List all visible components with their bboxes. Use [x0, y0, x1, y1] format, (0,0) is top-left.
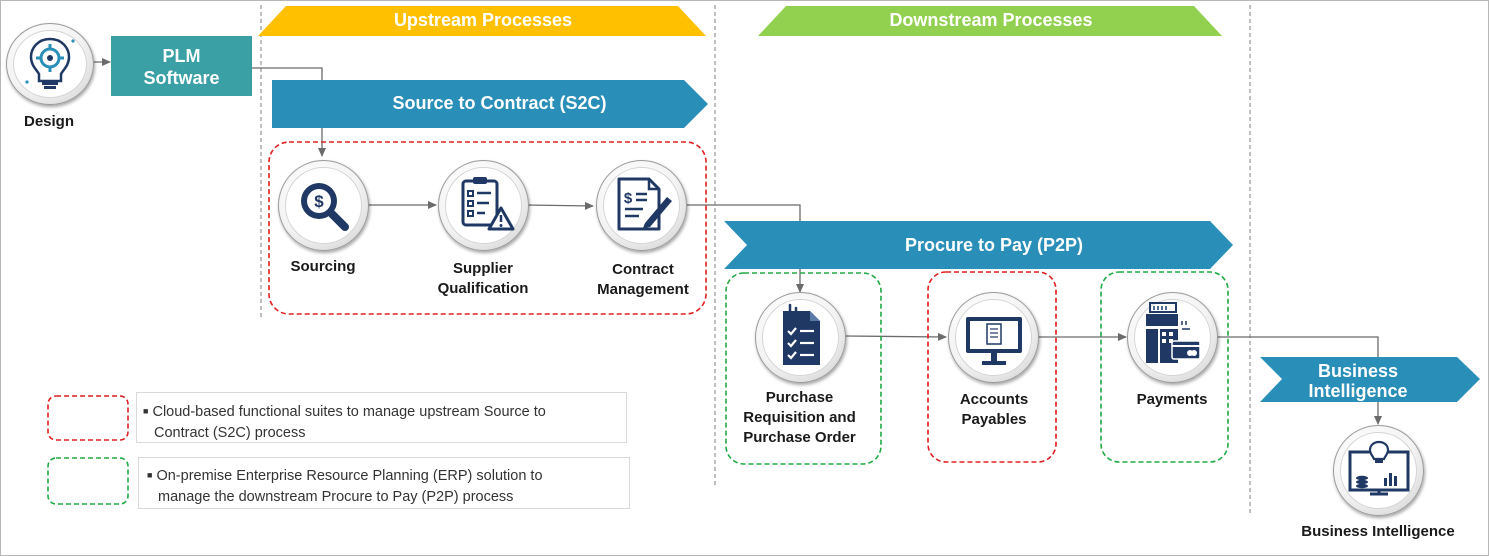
- purchase-clipboard-icon: [783, 303, 820, 365]
- sourcing-label: Sourcing: [290, 258, 356, 275]
- accounts-payables-circle: [948, 292, 1039, 383]
- onprem-group-payments-border: [1100, 271, 1229, 463]
- legend-cloud-swatch: [47, 395, 129, 441]
- cloud-group-accounts-border: [927, 271, 1057, 463]
- purchase-line2: Requisition and: [743, 409, 856, 426]
- design-circle: [6, 23, 94, 105]
- purchase-circle: [755, 292, 846, 383]
- legend-onprem-text: ■ On-premise Enterprise Resource Plannin…: [147, 466, 625, 507]
- bi-circle: [1333, 425, 1424, 516]
- payments-label: Payments: [1136, 391, 1208, 408]
- s2c-arrow-shape: [272, 80, 708, 128]
- legend-onprem-line1: On-premise Enterprise Resource Planning …: [156, 468, 543, 484]
- plm-line2: Software: [143, 68, 220, 88]
- contract-management-circle: $: [596, 160, 687, 251]
- sourcing-dollar-search-icon: $: [301, 183, 349, 231]
- plm-software-box: [111, 36, 252, 96]
- purchase-line1: Purchase: [765, 389, 834, 406]
- downstream-header-label: Downstream Processes: [889, 10, 1093, 30]
- plm-software-label: PLM Software: [111, 45, 252, 89]
- bi-arrow-shape: [1260, 357, 1480, 402]
- plm-line1: PLM: [162, 46, 201, 66]
- upstream-header-label: Upstream Processes: [393, 10, 573, 30]
- svg-text:$: $: [314, 192, 324, 211]
- upstream-header-shape: [258, 6, 706, 36]
- onprem-group-purchase-border: [725, 272, 882, 465]
- contract-management-line1: Contract: [612, 261, 674, 278]
- legend-cloud-line2: Contract (S2C) process: [154, 425, 306, 441]
- supplier-qualification-line2: Qualification: [437, 280, 529, 297]
- purchase-line3: Purchase Order: [743, 429, 856, 446]
- legend-cloud-text: ■ Cloud-based functional suites to manag…: [143, 402, 623, 443]
- legend-onprem-swatch: [47, 457, 129, 505]
- accounts-payables-line1: Accounts: [959, 391, 1029, 408]
- payments-circle: [1127, 292, 1218, 383]
- supplier-checklist-warning-icon: [461, 177, 515, 231]
- accounts-payables-label: Accounts Payables: [932, 390, 1056, 430]
- supplier-qualification-label: Supplier Qualification: [423, 259, 543, 299]
- sourcing-circle: $: [278, 160, 369, 251]
- design-bulb-icon: [25, 37, 75, 89]
- contract-management-label: Contract Management: [583, 260, 703, 300]
- arrow-supplier-contract: [526, 201, 594, 210]
- contract-document-pen-icon: $: [617, 177, 672, 231]
- bi-arrow-line1: Business: [1317, 361, 1399, 381]
- supplier-qualification-circle: [438, 160, 529, 251]
- bi-label: Business Intelligence: [1301, 523, 1455, 540]
- bi-arrow-line2: Intelligence: [1308, 381, 1408, 401]
- bi-arrow-label: Business Intelligence: [1268, 361, 1448, 401]
- svg-text:$: $: [624, 190, 633, 207]
- contract-management-line2: Management: [597, 281, 689, 298]
- legend-cloud-line1: Cloud-based functional suites to manage …: [152, 404, 546, 420]
- legend-cloud-box: [136, 392, 627, 443]
- p2p-label: Procure to Pay (P2P): [904, 235, 1084, 255]
- accounts-monitor-icon: [966, 317, 1022, 365]
- s2c-label: Source to Contract (S2C): [392, 93, 607, 113]
- accounts-payables-line2: Payables: [961, 411, 1027, 428]
- payments-register-card-icon: [1146, 302, 1201, 363]
- legend-onprem-line2: manage the downstream Procure to Pay (P2…: [158, 489, 514, 505]
- purchase-label: Purchase Requisition and Purchase Order: [728, 388, 871, 448]
- design-label: Design: [23, 113, 74, 130]
- bi-dashboard-bulb-icon: [1348, 440, 1410, 496]
- downstream-header-shape: [758, 6, 1222, 36]
- p2p-arrow-shape: [724, 221, 1233, 269]
- supplier-qualification-line1: Supplier: [452, 260, 513, 277]
- arrow-purchase-accounts: [844, 332, 947, 341]
- legend-onprem-box: [138, 457, 630, 509]
